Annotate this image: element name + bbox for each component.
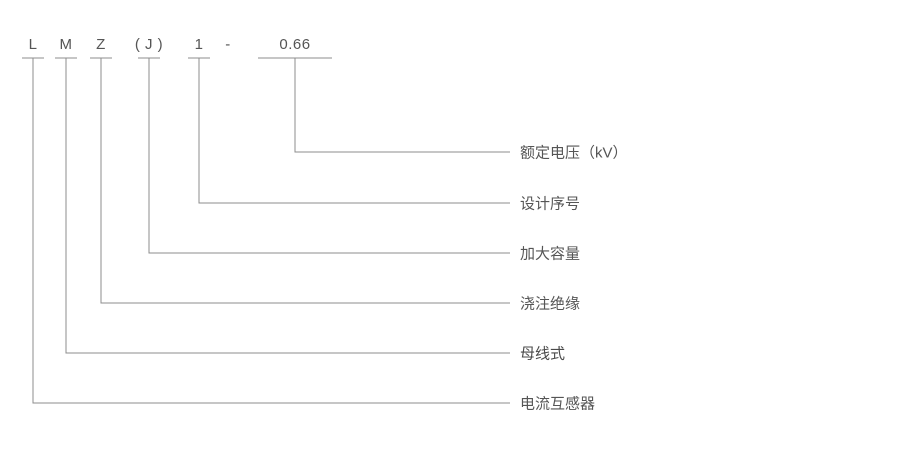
code-char-L: L bbox=[28, 36, 38, 53]
leader-rated-voltage bbox=[294, 58, 510, 153]
code-char-M: M bbox=[59, 36, 73, 53]
label-current-transformer: 电流互感器 bbox=[520, 395, 596, 413]
leader-busbar-type bbox=[65, 58, 510, 354]
code-char-dash: - bbox=[225, 36, 231, 53]
leader-enlarged-capacity bbox=[148, 58, 510, 254]
code-char-1: 1 bbox=[194, 36, 204, 53]
code-char-J: ( J ) bbox=[134, 36, 164, 53]
label-cast-insulation: 浇注绝缘 bbox=[520, 295, 581, 313]
code-char-Z: Z bbox=[96, 36, 106, 53]
leader-cast-insulation bbox=[100, 58, 510, 304]
code-char-066: 0.66 bbox=[279, 36, 311, 53]
label-design-serial: 设计序号 bbox=[520, 195, 581, 213]
label-rated-voltage: 额定电压（kV） bbox=[520, 144, 628, 162]
label-enlarged-capacity: 加大容量 bbox=[520, 245, 581, 263]
leader-design-serial bbox=[198, 58, 510, 204]
leader-line-group bbox=[32, 58, 510, 404]
label-busbar-type: 母线式 bbox=[520, 345, 566, 363]
leader-current-transformer bbox=[32, 58, 510, 404]
